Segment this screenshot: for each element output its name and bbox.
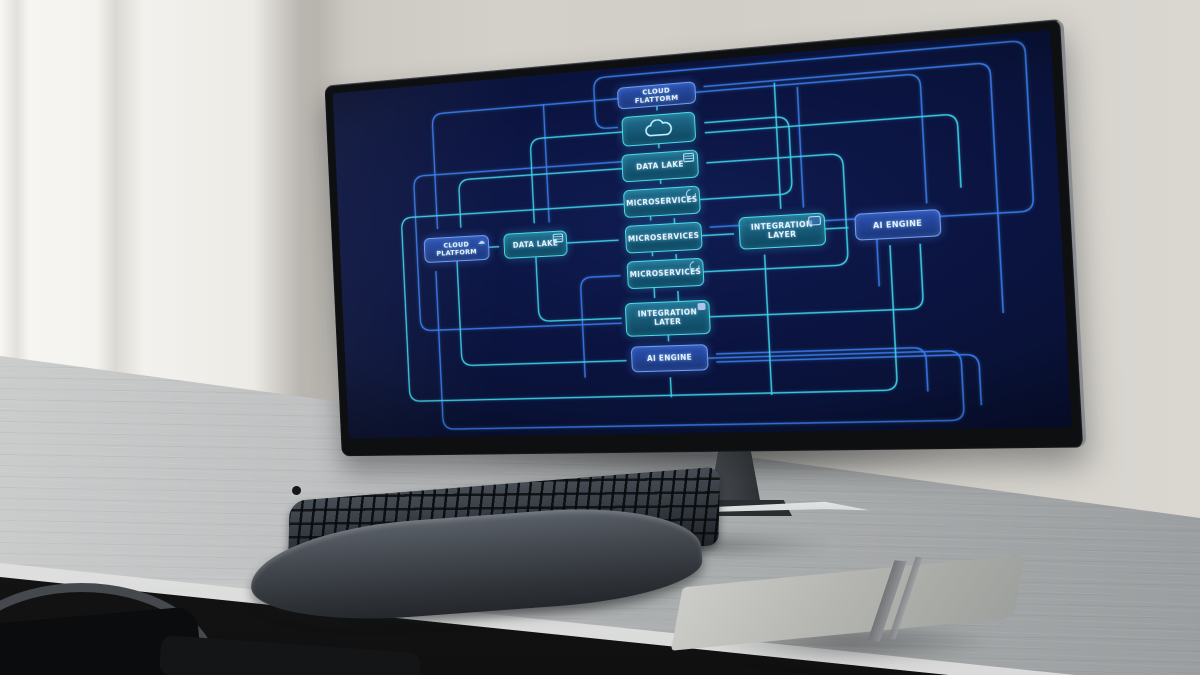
cloud-icon: ☁ xyxy=(477,236,486,246)
node-ai-engine-bottom: AI ENGINE xyxy=(630,344,709,373)
node-label: CLOUD FLATTORM xyxy=(634,86,679,106)
node-label: INTEGRATION LATER xyxy=(637,307,698,327)
node-label: DATA LAKE xyxy=(635,159,684,172)
node-cloud-platform-left: CLOUD PLATFORM ☁ xyxy=(423,234,490,264)
curved-monitor: CLOUD FLATTORM DATA LAKE MICROSERVICES xyxy=(325,19,1087,457)
cloud-icon xyxy=(641,118,675,140)
node-microservices-2: MICROSERVICES xyxy=(624,221,703,254)
node-microservices-1: MICROSERVICES xyxy=(622,185,701,219)
node-label: AI ENGINE xyxy=(646,352,693,363)
node-data-lake-left: DATA LAKE xyxy=(503,230,568,259)
node-ai-engine-right: AI ENGINE xyxy=(854,208,942,241)
node-label: MICROSERVICES xyxy=(627,230,700,244)
node-label: DATA LAKE xyxy=(512,238,559,250)
module-icon xyxy=(697,302,706,311)
node-integration-layer-right: INTEGRATION LAYER xyxy=(738,212,827,250)
node-integration-layer-center: INTEGRATION LATER xyxy=(624,299,711,337)
node-microservices-3: MICROSERVICES xyxy=(626,257,705,290)
database-icon xyxy=(682,152,695,163)
database-icon xyxy=(552,233,564,243)
monitor-bezel: CLOUD FLATTORM DATA LAKE MICROSERVICES xyxy=(325,19,1087,457)
node-label: AI ENGINE xyxy=(872,218,923,231)
monitor-screen: CLOUD FLATTORM DATA LAKE MICROSERVICES xyxy=(333,30,1072,439)
node-cloud-symbol xyxy=(621,111,697,147)
window-icon xyxy=(808,215,822,226)
node-data-lake-center: DATA LAKE xyxy=(621,149,700,183)
diagram-connector-lines xyxy=(333,30,1072,439)
